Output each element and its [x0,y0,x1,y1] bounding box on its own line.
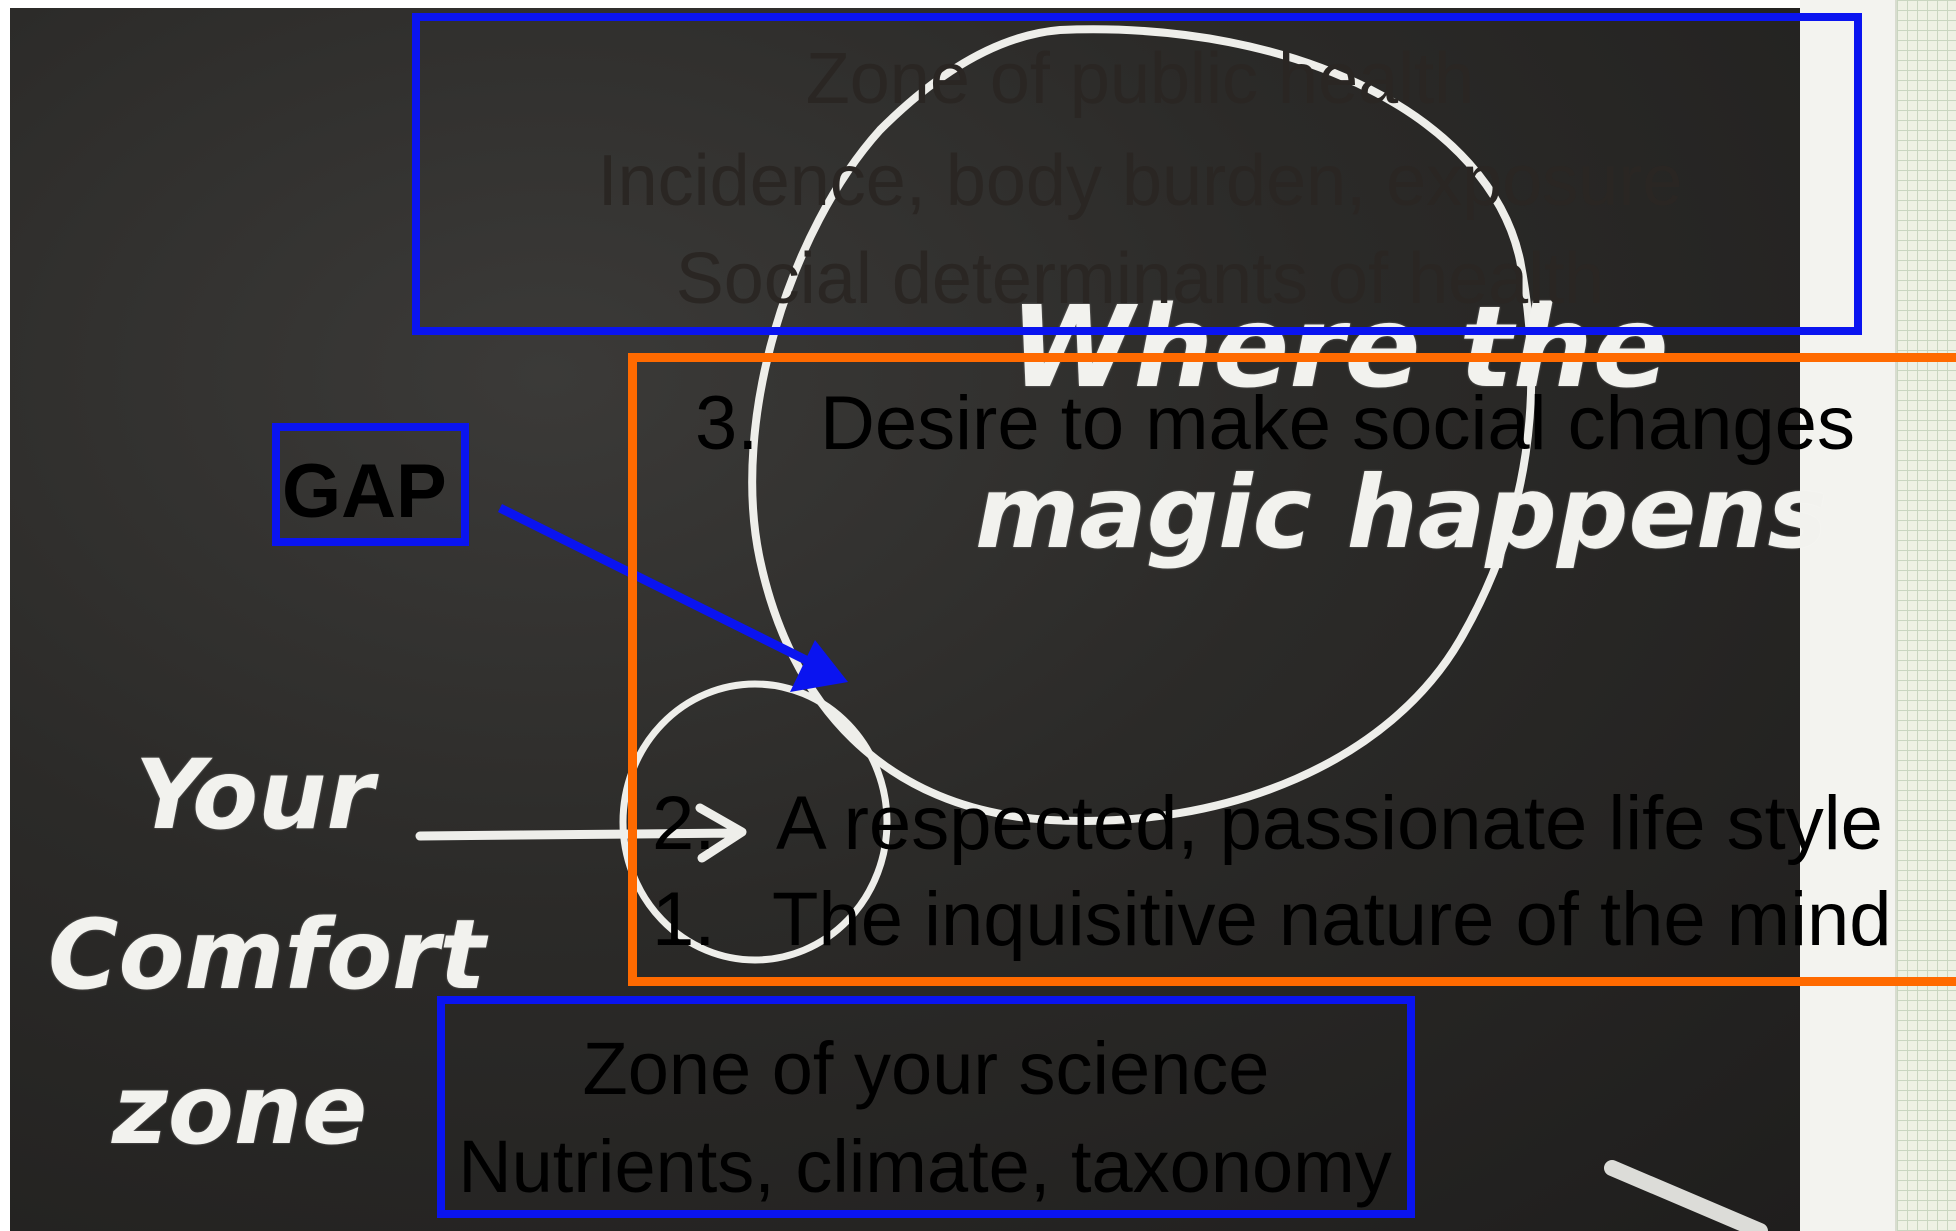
list-item-1-number: 1. [652,876,715,963]
science-zone-title: Zone of your science [437,1026,1415,1111]
comfort-text-line2: Comfort [48,905,485,1006]
comfort-text-line1: Your [135,745,374,846]
public-health-line2: Incidence, body burden, exposure [330,140,1950,222]
list-item-2-number: 2. [652,780,715,867]
public-health-title: Zone of public health [330,38,1950,120]
comfort-text-line3: zone [112,1060,367,1161]
public-health-line3: Social determinants of health [330,238,1950,320]
list-item-2-text: A respected, passionate life style [776,780,1883,867]
list-item-1-text: The inquisitive nature of the mind [772,876,1892,963]
gap-label: GAP [282,448,447,535]
science-zone-examples: Nutrients, climate, taxonomy [385,1124,1465,1209]
chalk-stick-icon [1612,1168,1760,1231]
list-item-3-number: 3. [695,380,758,467]
list-item-3-text: Desire to make social changes [820,380,1855,467]
